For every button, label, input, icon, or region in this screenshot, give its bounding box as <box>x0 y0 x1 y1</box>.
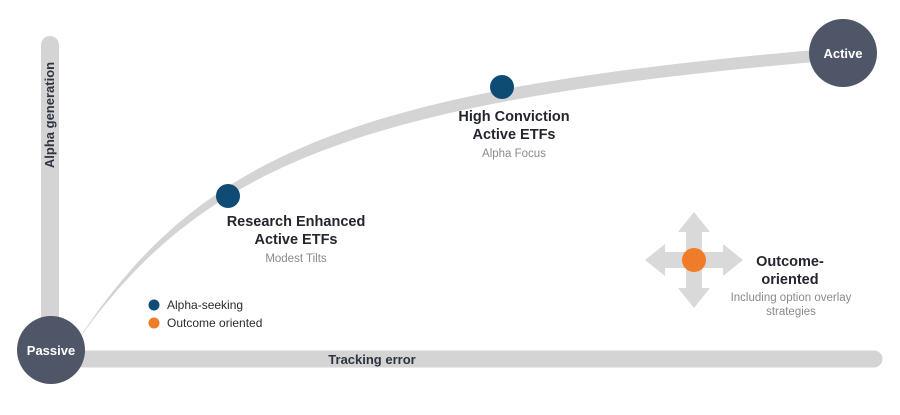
active-node-label: Active <box>823 46 862 61</box>
passive-node <box>17 316 85 384</box>
high-conviction-subtitle: Alpha Focus <box>482 148 546 160</box>
outcome-oriented-title-2: oriented <box>761 272 818 288</box>
high-conviction-dot <box>490 75 514 99</box>
high-conviction-title-2: Active ETFs <box>473 127 556 143</box>
research-enhanced-subtitle: Modest Tilts <box>265 253 327 265</box>
research-enhanced-dot <box>216 184 240 208</box>
high-conviction-title-1: High Conviction <box>458 109 569 125</box>
outcome-oriented-title-1: Outcome- <box>756 254 824 270</box>
outcome-oriented-subtitle-1: Including option overlay <box>731 292 852 304</box>
passive-node-label: Passive <box>27 343 75 358</box>
y-axis-label: Alpha generation <box>42 62 57 168</box>
outcome-oriented-dot <box>682 248 706 272</box>
legend-outcome-oriented-swatch <box>148 317 160 329</box>
outcome-oriented-subtitle-2: strategies <box>766 306 816 318</box>
legend-outcome-oriented-label: Outcome oriented <box>167 316 262 330</box>
research-enhanced-title-2: Active ETFs <box>255 232 338 248</box>
legend-alpha-seeking-swatch <box>148 299 160 311</box>
legend-alpha-seeking-label: Alpha-seeking <box>167 298 243 312</box>
legend: Alpha-seeking Outcome oriented <box>148 298 262 330</box>
research-enhanced-title-1: Research Enhanced <box>227 214 366 230</box>
active-node <box>809 19 877 87</box>
x-axis-label: Tracking error <box>328 352 415 367</box>
